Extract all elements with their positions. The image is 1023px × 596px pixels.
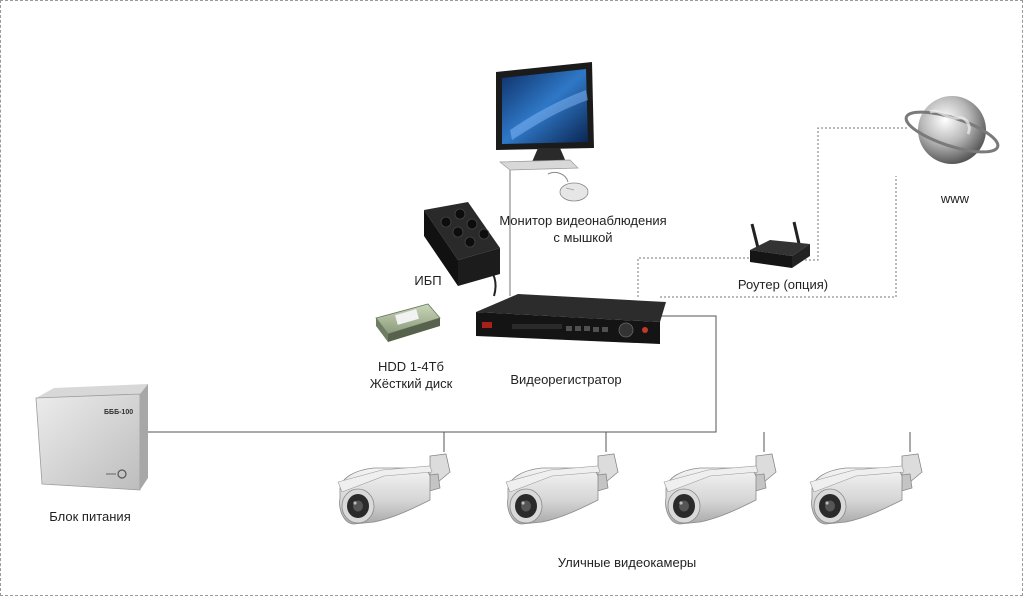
hdd-label-line-1: HDD 1-4Тб <box>378 359 444 374</box>
hdd-label: HDD 1-4Тб Жёсткий диск <box>356 358 466 392</box>
monitor-icon <box>496 62 594 171</box>
dvr-www-link <box>660 176 897 298</box>
mouse-icon <box>547 171 589 202</box>
dvr-logo <box>482 322 492 328</box>
cameras-label: Уличные видеокамеры <box>557 555 697 570</box>
camera-icon <box>505 453 619 525</box>
connection-lines <box>140 127 911 452</box>
router-label: Роутер (опция) <box>737 277 829 292</box>
router-www-link <box>805 127 908 261</box>
dvr-icon <box>476 294 666 344</box>
camera-icon <box>809 453 923 525</box>
ups-icon <box>424 202 500 286</box>
globe-icon <box>904 96 1000 164</box>
camera-icon <box>337 453 451 525</box>
dvr-router-link <box>637 257 750 297</box>
hdd-icon <box>375 303 441 342</box>
power-supply-label: Блок питания <box>49 509 131 524</box>
monitor-label-line-2: с мышкой <box>553 230 613 245</box>
monitor-label: Монитор видеонаблюдения с мышкой <box>498 212 668 246</box>
camera-group <box>337 453 923 525</box>
dvr-label: Видеорегистратор <box>510 372 622 387</box>
router-icon <box>750 221 810 268</box>
power-supply-icon <box>35 384 148 491</box>
monitor-label-line-1: Монитор видеонаблюдения <box>499 213 667 228</box>
dvr-camera-bus <box>140 315 717 433</box>
camera-icon <box>663 453 777 525</box>
ups-label: ИБП <box>414 273 442 288</box>
hdd-label-line-2: Жёсткий диск <box>369 376 453 391</box>
www-label: www <box>940 191 970 206</box>
power-box-badge: БББ-100 <box>104 409 133 416</box>
